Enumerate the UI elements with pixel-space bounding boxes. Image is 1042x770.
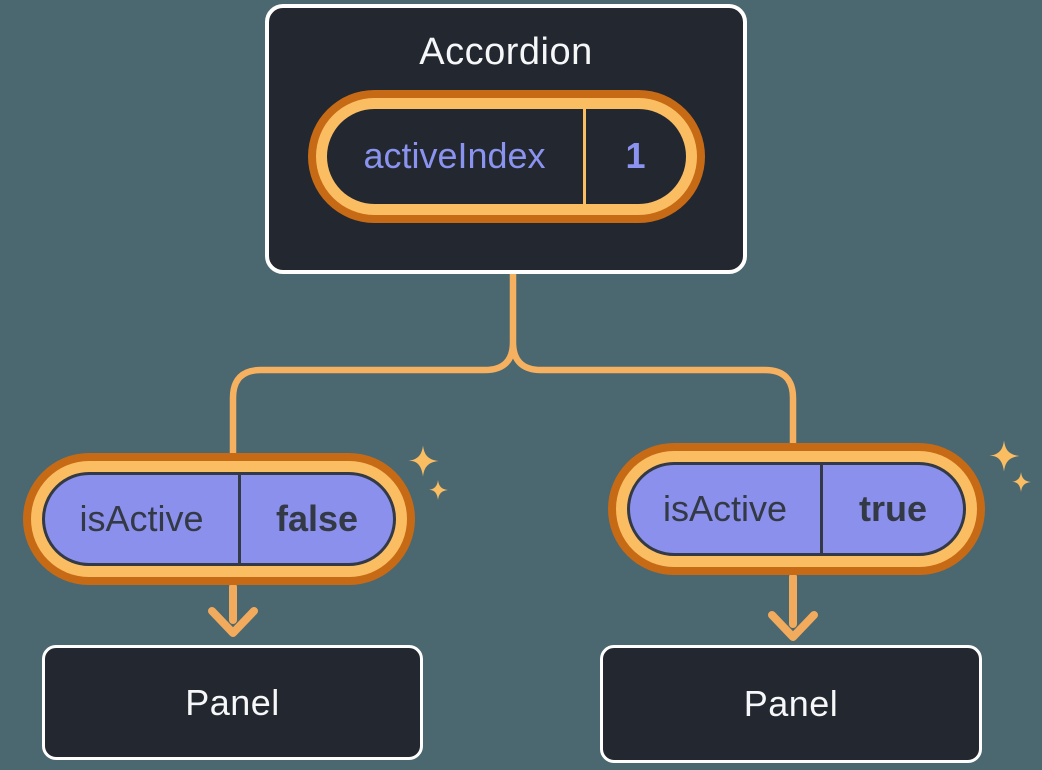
- pill-divider: [820, 465, 823, 553]
- panel-title: Panel: [743, 683, 839, 724]
- panel-title: Panel: [185, 681, 280, 723]
- sparkle-icon: [1011, 472, 1031, 492]
- pill-divider: [238, 475, 241, 563]
- pill-ring-outer: isActive false: [23, 453, 415, 585]
- arrow-down-icon: [208, 583, 258, 637]
- state-pill-activeIndex: activeIndex 1: [307, 89, 705, 223]
- accordion-title: Accordion: [419, 31, 593, 73]
- pill-ring-outer: activeIndex 1: [307, 89, 705, 223]
- pill-divider: [582, 108, 586, 204]
- prop-value-label: false: [275, 498, 359, 539]
- sparkle-icon: [428, 480, 448, 500]
- pill-ring-inner: isActive false: [31, 461, 407, 577]
- prop-pill-isActive-left: isActive false: [23, 453, 415, 585]
- pill-ring-inner: activeIndex 1: [315, 97, 697, 215]
- prop-value-label: true: [858, 488, 927, 529]
- sparkle-icon: [988, 440, 1020, 472]
- sparkle-icon: [407, 445, 439, 477]
- arrow-down-icon: [768, 573, 818, 641]
- state-value-label: 1: [625, 135, 646, 177]
- pill-core: isActive false: [42, 472, 396, 566]
- tree-connector-line: [229, 268, 797, 460]
- pill-core: activeIndex 1: [326, 108, 686, 204]
- pill-ring-outer: isActive true: [608, 443, 985, 575]
- accordion-component-box: Accordion activeIndex 1: [265, 4, 747, 274]
- prop-name-label: isActive: [79, 498, 204, 539]
- panel-component-box-right: Panel: [600, 645, 982, 763]
- pill-ring-inner: isActive true: [616, 451, 977, 567]
- pill-core: isActive true: [627, 462, 966, 556]
- panel-component-box-left: Panel: [42, 645, 423, 760]
- prop-name-label: isActive: [662, 488, 788, 529]
- prop-pill-isActive-right: isActive true: [608, 443, 985, 575]
- state-name-label: activeIndex: [363, 135, 546, 177]
